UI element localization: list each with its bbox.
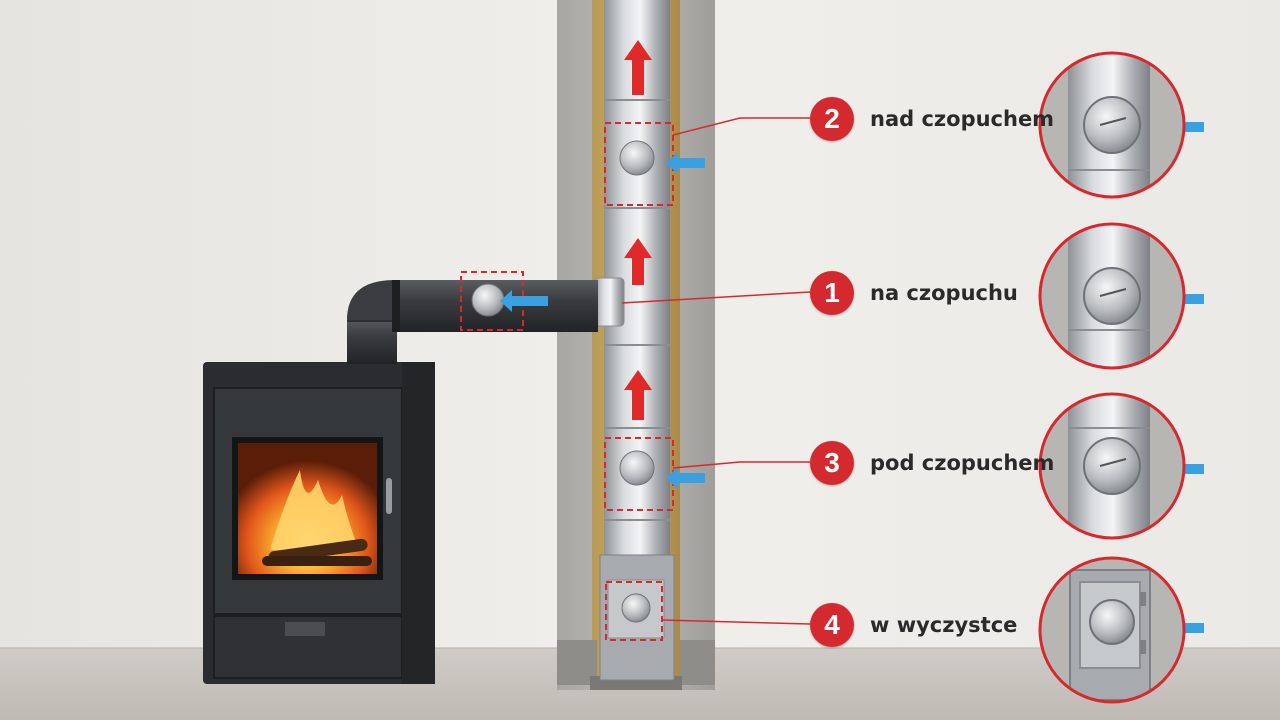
valve-position-4 — [605, 581, 663, 641]
callout-2: 2 nad czopuchem — [810, 97, 1054, 141]
detail-circle-2 — [1038, 51, 1186, 199]
callout-1: 1 na czopuchu — [810, 271, 1018, 315]
wood-stove — [203, 362, 435, 684]
label-nad-czopuchem: nad czopuchem — [870, 107, 1055, 131]
badge-3: 3 — [810, 441, 854, 485]
callout-3: 3 pod czopuchem — [810, 441, 1054, 485]
detail-circle-4 — [1038, 556, 1186, 704]
detail-circle-3 — [1038, 392, 1186, 540]
valve-position-2 — [604, 122, 674, 206]
label-w-wyczystce: w wyczystce — [870, 613, 1018, 637]
badge-1: 1 — [810, 271, 854, 315]
label-na-czopuchu: na czopuchu — [870, 281, 1018, 305]
badge-2: 2 — [810, 97, 854, 141]
callout-4: 4 w wyczystce — [810, 603, 1017, 647]
detail-circle-1 — [1038, 222, 1186, 370]
badge-4: 4 — [810, 603, 854, 647]
label-pod-czopuchem: pod czopuchem — [870, 451, 1055, 475]
leader-lines — [621, 117, 811, 625]
red-up-arrow-icon — [624, 40, 652, 420]
